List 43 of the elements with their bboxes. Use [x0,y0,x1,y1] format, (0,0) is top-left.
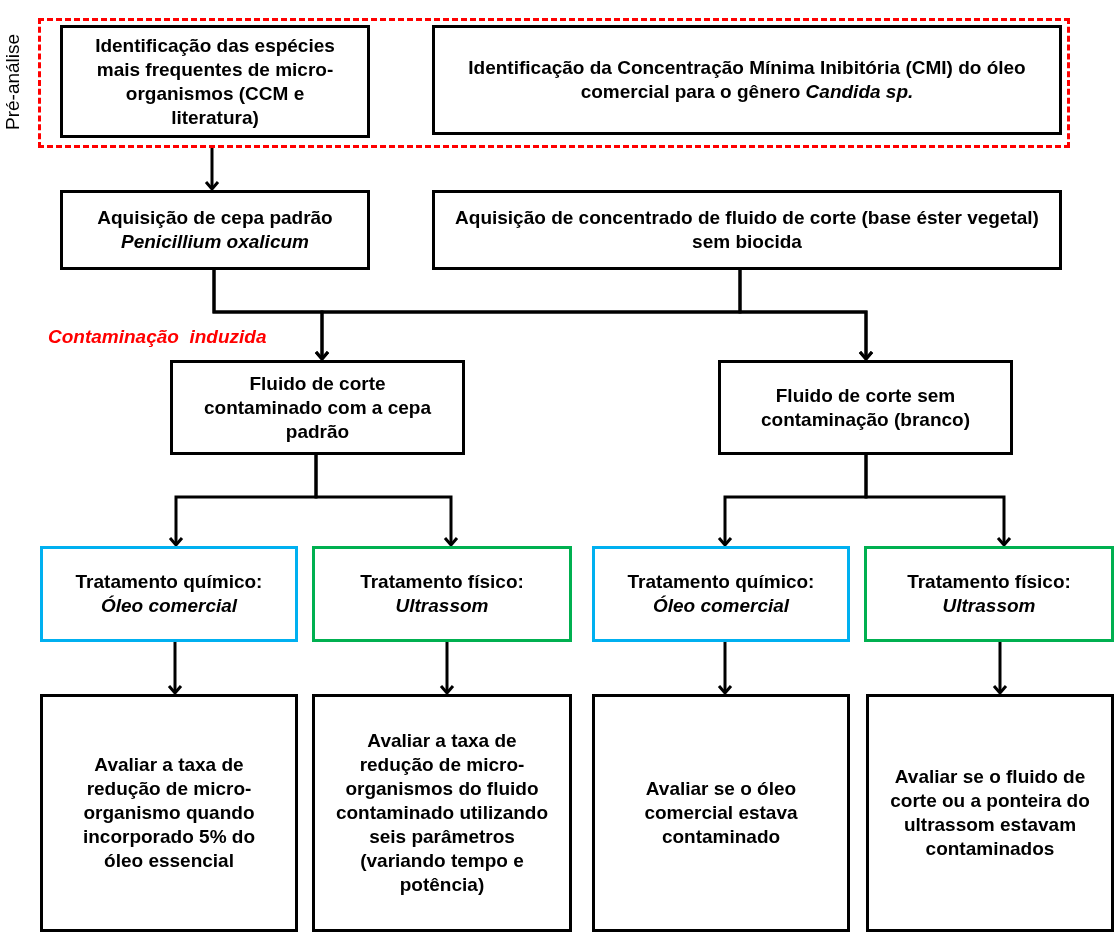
process-box [718,360,1013,455]
node-text: Identificação da Concentração Mínima Inibitória (CMI) do óleo comercial para o gênero Candida sp. [467,56,1027,104]
result-box [592,694,850,932]
node-text: Óleo comercial [652,594,790,618]
process-box [60,25,370,138]
result-box [312,694,572,932]
node-text: Ultrassom [395,594,489,618]
process-box [432,190,1062,270]
process-box [432,25,1062,135]
arrow [738,270,874,361]
arrow [314,455,459,547]
arrow [204,148,220,191]
process-box [170,360,465,455]
treatment-box [864,546,1114,642]
node-text: Identificação das espécies mais frequentes de micro-organismos (CCM e literatura) [94,33,336,130]
node-text: Aquisição de concentrado de fluido de corte (base éster vegetal) sem biocida [455,206,1039,254]
arrow [167,642,183,695]
node-text: Ultrassom [942,594,1036,618]
node-text: Penicillium oxalicum [121,230,309,254]
node-text: Tratamento físico: [907,570,1071,594]
node-text: Avaliar a taxa de redução de micro-organismo quando incorporado 5% do óleo essencial [81,753,257,873]
treatment-box [312,546,572,642]
node-text: Aquisição de cepa padrão [97,206,333,230]
arrow [439,642,455,695]
process-box [60,190,370,270]
treatment-box [592,546,850,642]
group-label: Pré-análise [2,32,24,133]
node-text: Fluido de corte contaminado com a cepa padrão [203,371,432,444]
result-box [40,694,298,932]
node-text: Tratamento químico: [75,570,263,594]
treatment-box [40,546,298,642]
node-text: Óleo comercial [100,594,238,618]
node-text: Avaliar a taxa de redução de micro-organismos do fluido contaminado utilizando seis parâmetros (variando tempo e potência) [335,729,549,897]
arrow [864,455,1012,547]
annotation-text: Contaminação induzida [48,325,267,349]
node-text: Tratamento químico: [627,570,815,594]
node-text: Tratamento físico: [360,570,524,594]
arrow [992,642,1008,695]
node-text: Fluido de corte sem contaminação (branco) [759,383,971,432]
node-text: Avaliar se o fluido de corte ou a ponteira do ultrassom estavam contaminados [889,765,1091,861]
node-text: Avaliar se o óleo comercial estava contaminado [643,777,799,849]
result-box [866,694,1114,932]
arrow [717,642,733,695]
